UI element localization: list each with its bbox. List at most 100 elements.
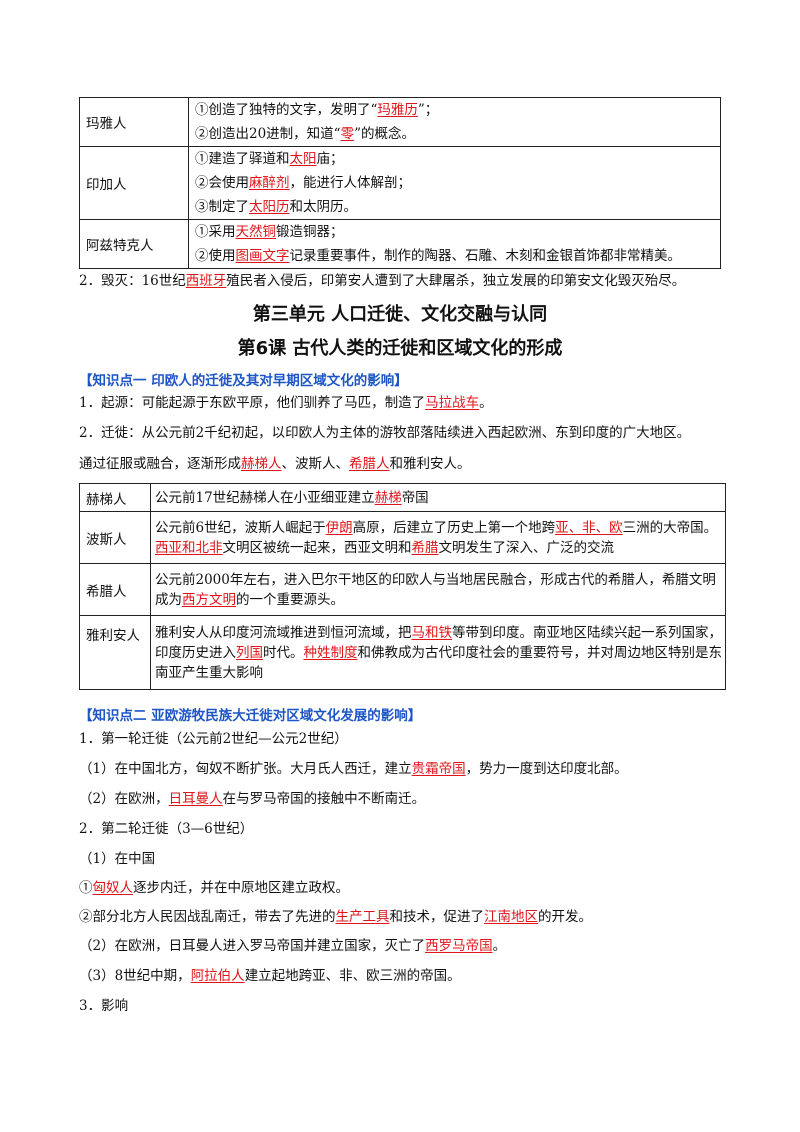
text: （3）8世纪中期， bbox=[79, 968, 191, 984]
paragraph-conquest: 通过征服或融合，逐渐形成赫梯人、波斯人、希腊人和雅利安人。 bbox=[79, 454, 471, 474]
lesson-title: 第6课 古代人类的迁徙和区域文化的形成 bbox=[237, 338, 563, 359]
paragraph-second-1b: ②部分北方人民因战乱南迁，带去了先进的生产工具和技术，促进了江南地区的开发。 bbox=[79, 907, 592, 927]
highlight-keyword: 西罗马帝国 bbox=[425, 938, 493, 954]
row-content: 雅利安人从印度河流域推进到恒河流域，把马和铁等带到印度。南亚地区陆续兴起一系列国… bbox=[150, 615, 726, 690]
highlight-keyword: 伊朗 bbox=[325, 519, 353, 536]
knowledge-point-2-title: 【知识点二 亚欧游牧民族大迁徙对区域文化发展的影响】 bbox=[79, 708, 422, 724]
list-item: ①建造了驿道和太阳庙； bbox=[195, 147, 714, 171]
text: ”的概念。 bbox=[354, 126, 415, 142]
text: ①创造了独特的文字，发明了“ bbox=[195, 102, 378, 118]
text: 记录重要事件，制作的陶器、石雕、木刻和金银首饰都非常精美。 bbox=[289, 248, 682, 264]
text: 逐步内迁，并在中原地区建立政权。 bbox=[133, 880, 349, 896]
text: 公元前17世纪赫梯人在小亚细亚建立 bbox=[155, 489, 375, 506]
row-name-inca: 印加人 bbox=[79, 146, 189, 220]
table-row: 希腊人 公元前2000年左右，进入巴尔干地区的印欧人与当地居民融合，形成古代的希… bbox=[79, 563, 726, 616]
text: 高原，后建立了历史上第一个地跨 bbox=[352, 519, 556, 536]
highlight-keyword: 赫梯 bbox=[374, 489, 402, 506]
text: 。 bbox=[492, 938, 507, 954]
highlight-keyword: 阿拉伯人 bbox=[190, 968, 245, 984]
text: 的开发。 bbox=[538, 909, 592, 925]
text: 文明区被统一起来，西亚文明和 bbox=[222, 539, 412, 556]
paragraph-first-1: （1）在中国北方，匈奴不断扩张。大月氏人西迁，建立贵霜帝国，势力一度到达印度北部… bbox=[79, 759, 628, 779]
text: 雅利安人从印度河流域推进到恒河流域，把 bbox=[155, 624, 412, 641]
row-content: 公元前6世纪，波斯人崛起于伊朗高原，后建立了历史上第一个地跨亚、非、欧三洲的大帝… bbox=[150, 511, 726, 564]
text: 庙； bbox=[316, 151, 344, 167]
row-name-maya: 玛雅人 bbox=[79, 97, 189, 147]
text: 殖民者入侵后，印第安人遭到了大肆屠杀，独立发展的印第安文化毁灭殆尽。 bbox=[226, 273, 686, 289]
row-content: 公元前2000年左右，进入巴尔干地区的印欧人与当地居民融合，形成古代的希腊人，希… bbox=[150, 563, 726, 616]
text: （2）在欧洲，日耳曼人进入罗马帝国并建立国家，灭亡了 bbox=[79, 938, 426, 954]
highlight-keyword: 希腊人 bbox=[349, 456, 390, 472]
text: ”； bbox=[417, 102, 439, 118]
table-row: 赫梯人 公元前17世纪赫梯人在小亚细亚建立赫梯帝国 bbox=[79, 483, 726, 512]
paragraph-destruction: 2．毁灭：16世纪西班牙殖民者入侵后，印第安人遭到了大肆屠杀，独立发展的印第安文… bbox=[79, 271, 685, 291]
text: 公元前6世纪，波斯人崛起于 bbox=[155, 519, 326, 536]
highlight-keyword: 太阳历 bbox=[249, 199, 290, 215]
list-item: ①创造了独特的文字，发明了“玛雅历”； bbox=[195, 98, 714, 122]
row-content: 公元前17世纪赫梯人在小亚细亚建立赫梯帝国 bbox=[150, 483, 726, 512]
paragraph-migration: 2．迁徙：从公元前2千纪初起，以印欧人为主体的游牧部落陆续进入西起欧洲、东到印度… bbox=[79, 425, 691, 441]
text: （1）在中国北方，匈奴不断扩张。大月氏人西迁，建立 bbox=[79, 761, 412, 777]
text: 帝国 bbox=[401, 489, 429, 506]
highlight-keyword: 马和铁 bbox=[411, 624, 453, 641]
row-name-aryan: 雅利安人 bbox=[79, 615, 151, 690]
text: 建立起地跨亚、非、欧三洲的帝国。 bbox=[244, 968, 461, 984]
highlight-keyword: 玛雅历 bbox=[377, 102, 418, 118]
text: ②部分北方人民因战乱南迁，带去了先进的 bbox=[79, 909, 336, 925]
paragraph-first-2: （2）在欧洲，日耳曼人在与罗马帝国的接触中不断南迁。 bbox=[79, 789, 425, 809]
text: 和太阴历。 bbox=[289, 199, 358, 215]
text: 。 bbox=[479, 395, 493, 411]
text: ②创造出20进制，知道“ bbox=[195, 126, 341, 142]
highlight-keyword: 西班牙 bbox=[185, 273, 227, 289]
table-row: 玛雅人 ①创造了独特的文字，发明了“玛雅历”； ②创造出20进制，知道“零”的概… bbox=[79, 97, 721, 147]
highlight-keyword: 零 bbox=[340, 126, 355, 142]
highlight-keyword: 贵霜帝国 bbox=[411, 761, 466, 777]
text: ，势力一度到达印度北部。 bbox=[465, 761, 628, 777]
list-item: ②创造出20进制，知道“零”的概念。 bbox=[195, 122, 714, 146]
row-content: ①建造了驿道和太阳庙； ②会使用麻醉剂，能进行人体解剖； ③制定了太阳历和太阴历… bbox=[188, 146, 721, 220]
row-name-aztec: 阿兹特克人 bbox=[79, 219, 189, 269]
text: 等带到印度。南亚地区陆续兴起一系列国家，印度历史进入 bbox=[155, 624, 722, 661]
text: 在与罗马帝国的接触中不断南迁。 bbox=[222, 791, 426, 807]
text: ①采用 bbox=[195, 224, 236, 240]
paragraph-first-migration: 1．第一轮迁徙（公元前2世纪—公元2世纪） bbox=[79, 731, 348, 747]
text: 公元前2000年左右，进入巴尔干地区的印欧人与当地居民融合，形成古代的希腊人，希… bbox=[155, 571, 716, 608]
highlight-keyword: 天然铜 bbox=[235, 224, 277, 240]
table-indo-europeans: 赫梯人 公元前17世纪赫梯人在小亚细亚建立赫梯帝国 波斯人 公元前6世纪，波斯人… bbox=[79, 483, 726, 690]
text: ③制定了 bbox=[195, 199, 249, 215]
text: ②使用 bbox=[195, 248, 236, 264]
text: 锻造铜器； bbox=[276, 224, 344, 240]
highlight-keyword: 太阳 bbox=[289, 151, 317, 167]
table-row: 波斯人 公元前6世纪，波斯人崛起于伊朗高原，后建立了历史上第一个地跨亚、非、欧三… bbox=[79, 511, 726, 564]
text: 和技术，促进了 bbox=[389, 909, 485, 925]
text: 文明发生了深入、广泛的交流 bbox=[438, 539, 615, 556]
row-name-greek: 希腊人 bbox=[79, 563, 151, 616]
text: ① bbox=[79, 880, 93, 896]
table-row: 雅利安人 雅利安人从印度河流域推进到恒河流域，把马和铁等带到印度。南亚地区陆续兴… bbox=[79, 615, 726, 690]
paragraph-second-1a: ①匈奴人逐步内迁，并在中原地区建立政权。 bbox=[79, 878, 349, 898]
text: ，能进行人体解剖； bbox=[289, 175, 412, 191]
text: 的一个重要源头。 bbox=[236, 591, 344, 608]
highlight-keyword: 日耳曼人 bbox=[168, 791, 223, 807]
paragraph-second-1: （1）在中国 bbox=[79, 851, 156, 867]
text: 时代。 bbox=[263, 644, 304, 661]
paragraph-second-3: （3）8世纪中期，阿拉伯人建立起地跨亚、非、欧三洲的帝国。 bbox=[79, 966, 461, 986]
table-civilizations: 玛雅人 ①创造了独特的文字，发明了“玛雅历”； ②创造出20进制，知道“零”的概… bbox=[79, 97, 721, 269]
text: 、波斯人、 bbox=[281, 456, 350, 472]
row-name-hittite: 赫梯人 bbox=[79, 483, 151, 512]
list-item: ②使用图画文字记录重要事件，制作的陶器、石雕、木刻和金银首饰都非常精美。 bbox=[195, 244, 714, 268]
text: 和佛教成为古代印度社会的重要符号，并对周边地区特别是东南亚产生重大影响 bbox=[155, 644, 722, 681]
highlight-keyword: 西亚和北非 bbox=[155, 539, 223, 556]
row-content: ①采用天然铜锻造铜器； ②使用图画文字记录重要事件，制作的陶器、石雕、木刻和金银… bbox=[188, 219, 721, 269]
paragraph-impact: 3．影响 bbox=[79, 998, 129, 1014]
highlight-keyword: 麻醉剂 bbox=[249, 175, 290, 191]
highlight-keyword: 赫梯人 bbox=[241, 456, 282, 472]
highlight-keyword: 匈奴人 bbox=[92, 880, 134, 896]
highlight-keyword: 种姓制度 bbox=[303, 644, 358, 661]
text: ①建造了驿道和 bbox=[195, 151, 290, 167]
knowledge-point-1-title: 【知识点一 印欧人的迁徙及其对早期区域文化的影响】 bbox=[79, 373, 408, 389]
text: （2）在欧洲， bbox=[79, 791, 169, 807]
text: ②会使用 bbox=[195, 175, 249, 191]
row-name-persian: 波斯人 bbox=[79, 511, 151, 564]
highlight-keyword: 亚、非、欧 bbox=[555, 519, 623, 536]
